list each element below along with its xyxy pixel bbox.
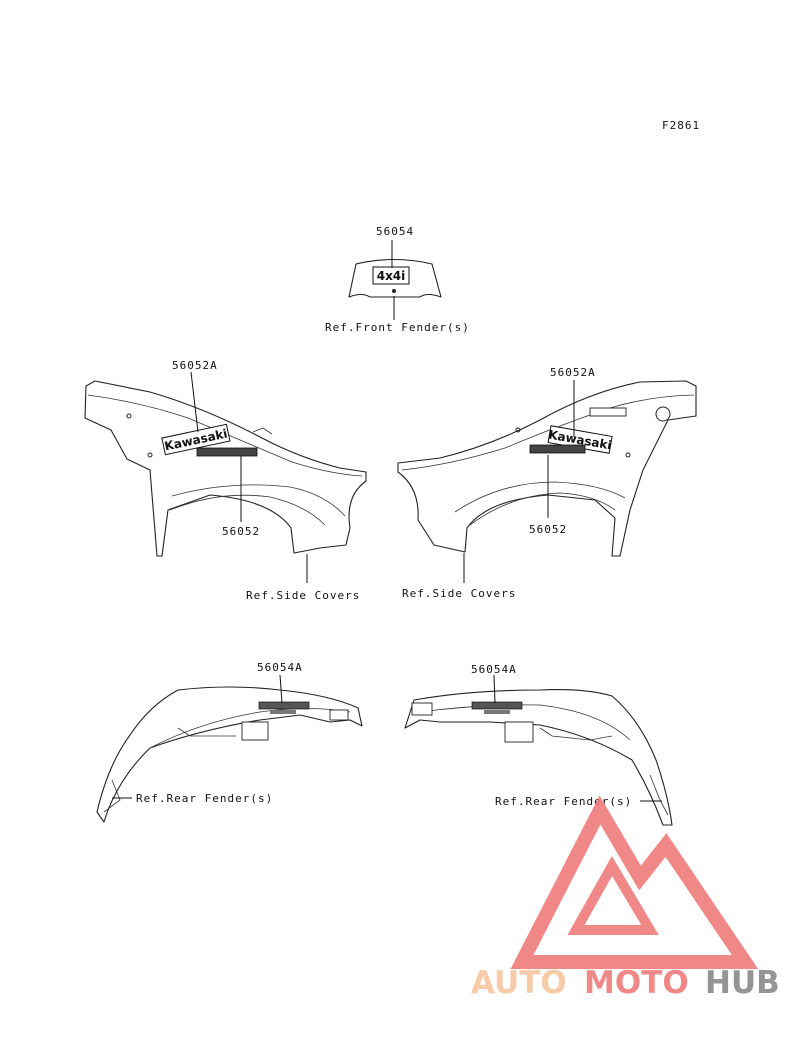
left-cover-contour <box>252 427 273 435</box>
rear-right-contour <box>539 727 613 741</box>
rear-right-tab <box>411 702 433 716</box>
rear-left-contour <box>177 727 236 737</box>
right-model-decal <box>529 444 586 454</box>
watermark-logo-icon <box>510 795 759 969</box>
mount-hole <box>515 427 521 433</box>
rear-right-fender-group: 56054A Ref.Rear Fender(s) <box>404 663 673 826</box>
callout-56052-right: 56052 <box>529 523 567 536</box>
badge-decal-text: 4x4i <box>377 269 406 283</box>
left-cover-contour <box>169 494 326 526</box>
mount-hole <box>126 413 132 419</box>
rear-right-decal-sub <box>484 710 510 714</box>
right-side-cover-group: Kawasaki 56052A 56052 Ref.Side Covers <box>397 366 697 600</box>
callout-56052-left: 56052 <box>222 525 260 538</box>
mount-hole <box>147 452 153 458</box>
rear-left-decal-sub <box>270 710 296 714</box>
ref-rear-fender-left: Ref.Rear Fender(s) <box>136 792 273 805</box>
watermark-text-auto: AUTO <box>471 965 567 1001</box>
rear-left-fender-group: 56054A Ref.Rear Fender(s) <box>96 661 363 823</box>
right-cover-contour <box>454 481 626 513</box>
left-side-cover-group: Kawasaki 56052A 56052 Ref.Side Covers <box>84 359 367 602</box>
callout-56052A-left: 56052A <box>172 359 218 372</box>
left-side-cover <box>84 380 367 557</box>
ref-side-covers-right: Ref.Side Covers <box>402 587 516 600</box>
callout-56054A-left: 56054A <box>257 661 303 674</box>
watermark-text-hub: HUB <box>705 965 780 1001</box>
watermark-text-moto: MOTO <box>584 965 689 1001</box>
right-side-cover <box>397 380 697 557</box>
leader-line <box>493 674 496 704</box>
figure-code: F2861 <box>662 119 700 132</box>
ref-side-covers-left: Ref.Side Covers <box>246 589 360 602</box>
rear-right-contour <box>649 774 669 816</box>
right-cover-contour <box>469 492 616 526</box>
right-cover-vent <box>589 407 627 417</box>
ref-rear-fender-right: Ref.Rear Fender(s) <box>495 795 632 808</box>
left-model-decal <box>196 447 258 457</box>
leader-line <box>190 371 199 433</box>
badge-decal <box>372 266 410 285</box>
callout-56052A-right: 56052A <box>550 366 596 379</box>
rear-right-decal <box>471 701 523 710</box>
rear-right-bracket <box>504 721 534 743</box>
rear-left-fender <box>96 686 363 823</box>
rear-right-fender <box>404 689 673 826</box>
rear-left-bracket <box>241 721 269 741</box>
rear-left-contour <box>149 708 351 749</box>
callout-56054: 56054 <box>376 225 414 238</box>
rear-left-contour <box>103 779 121 813</box>
mount-hole <box>392 289 396 293</box>
mount-hole <box>655 406 671 422</box>
callout-56054A-right: 56054A <box>471 663 517 676</box>
watermark: AUTO MOTO HUB <box>471 795 780 1001</box>
ref-front-fender: Ref.Front Fender(s) <box>325 321 470 334</box>
front-fender-decal-group: 4x4i 56054 Ref.Front Fender(s) <box>325 225 470 334</box>
rear-left-tab <box>329 709 349 721</box>
left-cover-contour <box>171 484 346 517</box>
rear-left-decal <box>258 701 310 710</box>
rear-right-contour <box>419 704 631 741</box>
left-cover-contour <box>87 394 363 477</box>
leader-line <box>279 674 283 704</box>
mount-hole <box>625 452 631 458</box>
